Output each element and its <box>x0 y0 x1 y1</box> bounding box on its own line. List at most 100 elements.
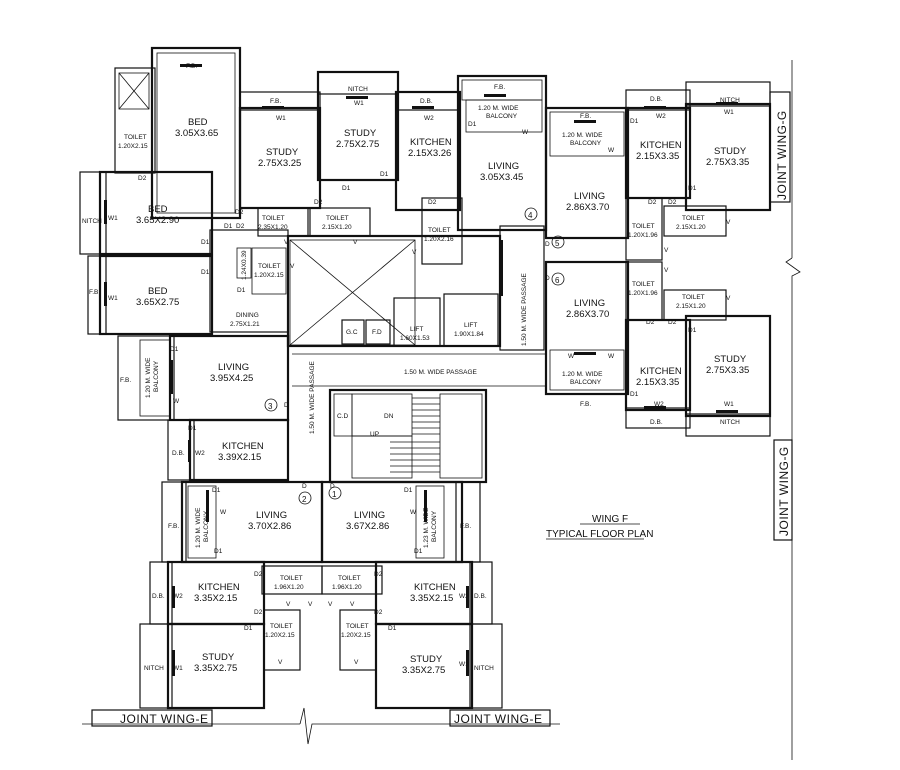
room-dim: 1.90X1.84 <box>454 331 484 338</box>
nitch-label: NITCH <box>144 665 164 672</box>
door-label: D2 <box>374 609 383 616</box>
fb-label: F.B. <box>186 63 197 70</box>
window-label: W2 <box>459 593 469 600</box>
balcony-label: 1.20 M. WIDE <box>562 132 603 139</box>
door-label: D1 <box>342 185 351 192</box>
room-name: DINING <box>236 312 259 319</box>
window-label: W2 <box>195 450 205 457</box>
balcony-label: BALCONY <box>203 510 210 542</box>
door-label: D2 <box>235 209 244 216</box>
room-dim: 2.86X3.70 <box>566 309 609 320</box>
flat-number-2: 2 <box>302 495 307 504</box>
room-dim: 3.67X2.86 <box>346 521 389 532</box>
door-label: D1 <box>214 548 223 555</box>
room-dim: 3.65X2.90 <box>136 215 179 226</box>
door-label: D1 <box>414 548 423 555</box>
db-label: D.B. <box>172 450 185 457</box>
window-label: W1 <box>459 661 469 668</box>
window-label: W2 <box>424 115 434 122</box>
door-label: D1 <box>630 118 639 125</box>
balcony-label: 1.23 M. WIDE <box>423 507 430 548</box>
door-label: D <box>302 483 307 490</box>
window-label: W <box>568 353 575 360</box>
nitch-label: NITCH <box>348 86 368 93</box>
balcony-label: 1.20 M. WIDE <box>145 357 152 398</box>
balcony-label: BALCONY <box>570 140 602 147</box>
joint-label-right: JOINT WING-E <box>454 712 542 726</box>
fd-label: F.D <box>372 329 382 336</box>
room-dim: 2.75X3.25 <box>258 158 301 169</box>
door-label: D2 <box>648 199 657 206</box>
passage-label: 1.50 M. WIDE PASSAGE <box>404 369 478 376</box>
room-dim: 2.75X1.21 <box>230 321 260 328</box>
fb-label: F.B. <box>270 98 281 105</box>
door-label: D1 <box>380 171 389 178</box>
room-dim: 3.05X3.45 <box>480 172 523 183</box>
flat-number-3: 3 <box>268 402 273 411</box>
stair-treads <box>390 393 483 479</box>
balcony-label: BALCONY <box>486 113 518 120</box>
room-dim: 1.20X2.15 <box>341 632 371 639</box>
fb-label: F.B. <box>580 113 591 120</box>
room-dim: 1.96X1.20 <box>332 584 362 591</box>
door-label: D1 <box>688 327 697 334</box>
window-label: W <box>608 147 615 154</box>
passage-label: 1.50 M. WIDE PASSAGE <box>309 360 316 434</box>
room-name: STUDY <box>714 146 747 157</box>
vent-label: V <box>290 263 295 270</box>
room-name: TOILET <box>338 575 361 582</box>
joint-label-left: JOINT WING-E <box>120 712 208 726</box>
room-dim: 3.35X2.15 <box>194 593 237 604</box>
vent-label: V <box>726 295 731 302</box>
door-label: D2 <box>254 609 263 616</box>
room-name: KITCHEN <box>198 582 240 593</box>
passage-label: 1.50 M. WIDE PASSAGE <box>521 272 528 346</box>
vent-label: V <box>278 659 283 666</box>
room-name: LIVING <box>488 161 519 172</box>
room-dim: 1.20X1.96 <box>628 290 658 297</box>
door-label: D <box>330 483 335 490</box>
window-label: W1 <box>724 401 734 408</box>
vent-label: V <box>726 219 731 226</box>
flat-number-markers: 1 2 3 4 5 6 <box>264 207 565 505</box>
door-label: D <box>545 275 550 282</box>
vent-label: V <box>284 239 289 246</box>
window-label: W1 <box>108 215 118 222</box>
room-name: TOILET <box>346 623 369 630</box>
vent-label: V <box>664 267 669 274</box>
db-label: D.B. <box>152 593 165 600</box>
fb-label: F.B. <box>89 289 100 296</box>
flat-number-4: 4 <box>528 211 533 220</box>
room-dim: 2.15X1.20 <box>676 224 706 231</box>
room-name: LIFT <box>464 322 477 329</box>
window-label: W <box>522 129 529 136</box>
vent-label: V <box>412 249 417 256</box>
window-label: W <box>173 398 180 405</box>
joint-lines <box>82 60 801 760</box>
door-label: D2 <box>138 175 147 182</box>
room-name: STUDY <box>344 128 377 139</box>
door-label: D2 <box>646 319 655 326</box>
room-name: LIVING <box>354 510 385 521</box>
door-label: D1 <box>630 391 639 398</box>
nitch-label: NITCH <box>720 97 740 104</box>
door-label: D1 <box>688 185 697 192</box>
fb-label: F.B. <box>168 523 179 530</box>
door-label: D2 <box>668 319 677 326</box>
balcony-label: 1.20 M. WIDE <box>195 507 202 548</box>
door-label: D2 <box>236 223 245 230</box>
vent-label: V <box>308 601 313 608</box>
flat-number-1: 1 <box>332 490 337 499</box>
room-dim: 1.20X2.15 <box>254 272 284 279</box>
door-label: D1 <box>201 239 210 246</box>
door-label: D2 <box>374 571 383 578</box>
door-label: D1 <box>212 487 221 494</box>
fb-label: F.B. <box>580 401 591 408</box>
vent-label: V <box>664 247 669 254</box>
room-name: LIVING <box>218 362 249 373</box>
room-dim: 2.15X3.35 <box>636 151 679 162</box>
room-dim: 3.35X2.75 <box>194 663 237 674</box>
nitch-label: NITCH <box>82 218 102 225</box>
room-dim: 2.75X3.35 <box>706 157 749 168</box>
window-label: W2 <box>173 593 183 600</box>
